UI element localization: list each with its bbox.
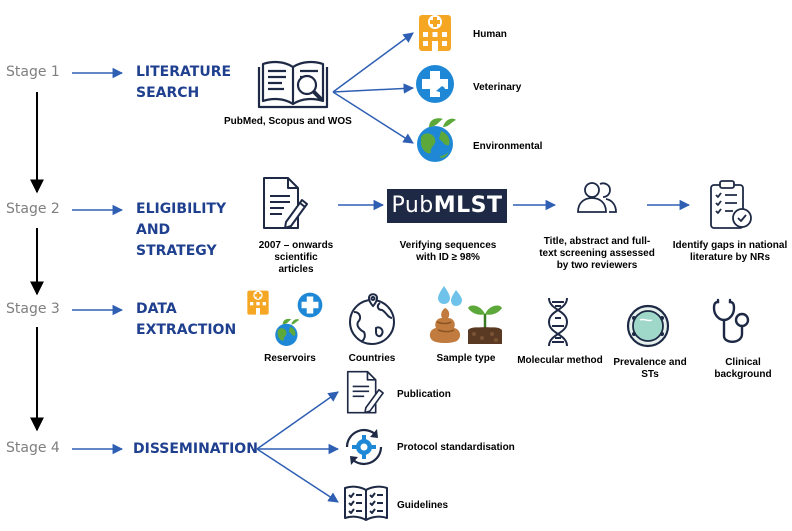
heading-line: AND xyxy=(136,222,171,238)
heading-line: DATA xyxy=(136,301,177,317)
reservoirs-caption: Reservoirs xyxy=(250,353,330,365)
guidelines-label: Guidelines xyxy=(397,500,449,511)
document-pen-icon xyxy=(346,370,384,414)
articles-caption: 2007 – onwards scientific articles xyxy=(236,240,356,276)
stethoscope-icon xyxy=(712,298,750,343)
gaps-caption: Identify gaps in national literature by … xyxy=(668,240,792,264)
caption-line: Countries xyxy=(348,353,396,364)
heading-line: ELIGIBILITY xyxy=(136,201,227,217)
dissemination-to-publication-arrow xyxy=(256,391,339,450)
stage-1-label: Stage 1 xyxy=(6,64,60,80)
caption-line: with ID ≥ 98% xyxy=(416,252,480,263)
globe-pin-icon xyxy=(349,293,395,345)
eligibility-strategy-heading: ELIGIBILITY AND STRATEGY xyxy=(136,199,226,262)
caption-line: Prevalence and xyxy=(613,357,687,368)
pubmlst-prefix: Pub xyxy=(391,193,434,218)
publication-label: Publication xyxy=(397,389,451,400)
search-to-human-arrow xyxy=(332,32,414,93)
hospital-icon xyxy=(247,290,269,315)
stage-2-label: Stage 2 xyxy=(6,201,60,217)
document-pen-icon xyxy=(263,177,308,229)
search-to-environmental-arrow xyxy=(332,91,414,144)
countries-caption: Countries xyxy=(336,353,408,365)
human-label: Human xyxy=(473,29,507,40)
hospital-icon xyxy=(419,15,451,51)
molecular-method-caption: Molecular method xyxy=(512,355,608,367)
pubmlst-wordmark: PubMLST xyxy=(387,189,507,223)
data-extraction-heading: DATA EXTRACTION xyxy=(136,299,236,341)
heading-line: DISSEMINATION xyxy=(133,441,258,457)
veterinary-cross-icon xyxy=(297,292,323,318)
soil-sprout-icon xyxy=(468,305,502,344)
caption-line: Clinical xyxy=(725,357,761,368)
veterinary-label: Veterinary xyxy=(473,82,522,93)
protocol-standardisation-label: Protocol standardisation xyxy=(397,442,515,453)
refresh-gear-icon xyxy=(345,428,383,466)
heading-line: SEARCH xyxy=(136,85,200,101)
sample-type-caption: Sample type xyxy=(426,353,506,365)
droplets-icon xyxy=(438,286,462,306)
petri-dish-icon xyxy=(626,304,670,348)
caption-line: STs xyxy=(641,369,659,380)
poop-icon xyxy=(429,308,461,343)
caption-line: 2007 – onwards scientific xyxy=(258,240,334,263)
earth-leaf-icon xyxy=(417,118,456,162)
dissemination-to-guidelines-arrow xyxy=(256,448,339,503)
dissemination-heading: DISSEMINATION xyxy=(133,439,258,460)
verify-caption: Verifying sequences with ID ≥ 98% xyxy=(386,240,510,264)
heading-line: STRATEGY xyxy=(136,243,217,259)
literature-search-heading: LITERATURE SEARCH xyxy=(136,62,231,104)
caption-line: Title, abstract and full- xyxy=(543,236,651,247)
dna-icon xyxy=(547,297,569,347)
caption-line: Verifying sequences xyxy=(399,240,497,251)
prevalence-caption: Prevalence and STs xyxy=(608,357,692,381)
stage-4-label: Stage 4 xyxy=(6,440,60,456)
pubmlst-suffix: MLST xyxy=(433,193,503,218)
caption-line: background xyxy=(714,369,772,380)
caption-line: Identify gaps in national xyxy=(672,240,788,251)
guidelines-book-icon xyxy=(344,485,388,521)
pubmlst-logo: PubMLST xyxy=(387,189,507,223)
earth-leaf-icon xyxy=(275,318,300,346)
caption-line: text screening assessed xyxy=(539,248,655,259)
caption-line: articles xyxy=(278,264,314,275)
caption-line: by two reviewers xyxy=(556,260,638,271)
databases-caption: PubMed, Scopus and WOS xyxy=(224,116,352,127)
caption-line: Molecular method xyxy=(517,355,603,366)
open-book-magnifier-icon xyxy=(257,60,329,109)
stage-3-label: Stage 3 xyxy=(6,301,60,317)
caption-line: Reservoirs xyxy=(264,353,316,364)
heading-line: EXTRACTION xyxy=(136,322,237,338)
clinical-caption: Clinical background xyxy=(706,357,780,381)
caption-line: literature by NRs xyxy=(689,252,771,263)
screening-caption: Title, abstract and full- text screening… xyxy=(538,236,656,272)
caption-line: Sample type xyxy=(436,353,496,364)
people-icon xyxy=(577,182,617,213)
search-to-veterinary-arrow xyxy=(332,83,415,94)
veterinary-cross-icon xyxy=(416,65,454,103)
heading-line: LITERATURE xyxy=(136,64,232,80)
checklist-clipboard-icon xyxy=(710,180,752,229)
environmental-label: Environmental xyxy=(473,141,543,152)
